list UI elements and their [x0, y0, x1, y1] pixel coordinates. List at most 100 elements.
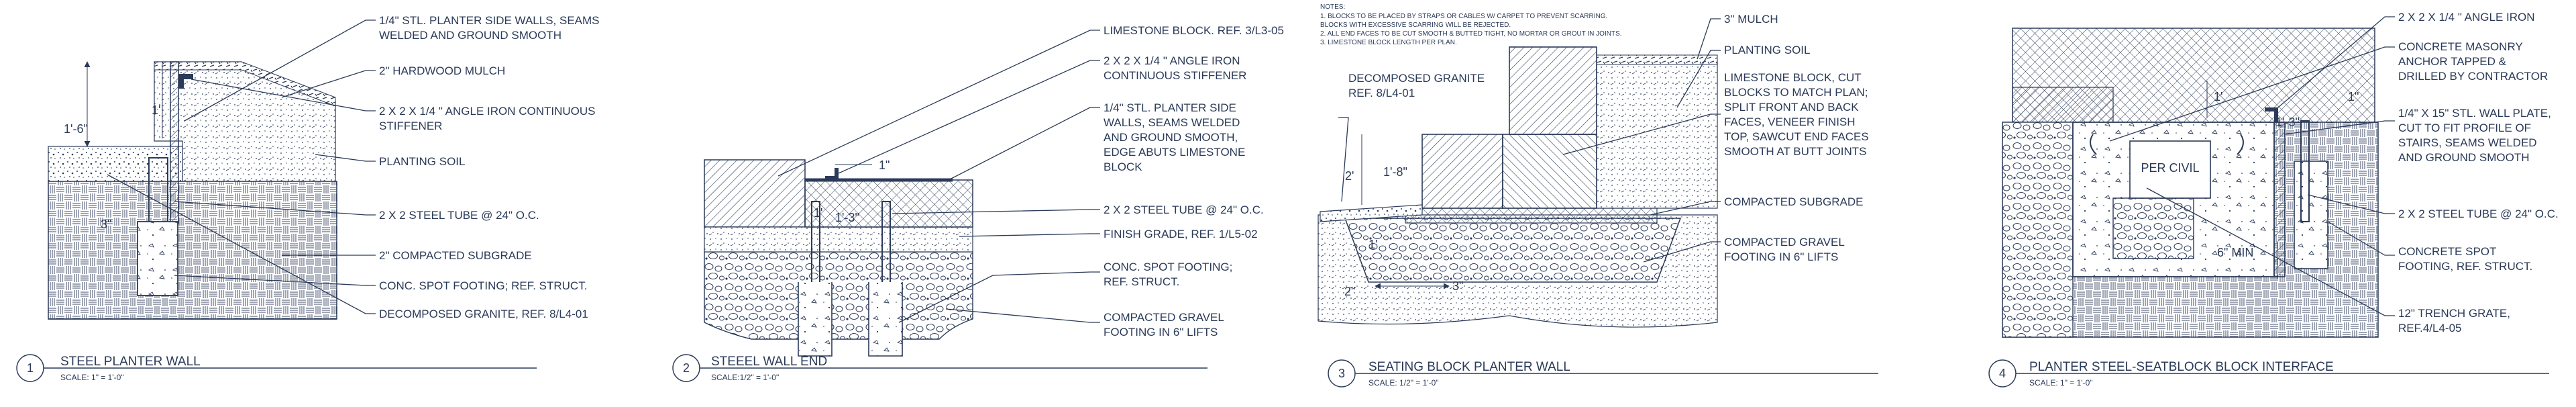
per-civil-box: [2129, 140, 2211, 199]
detail-4-labels: 2 X 2 X 1/4 " ANGLE IRON CONCRETE MASONR…: [2398, 11, 2559, 334]
gravel-4: [2002, 122, 2074, 338]
d2-scale: SCALE:1/2" = 1'-0": [711, 373, 779, 382]
limestone-block-front: [1421, 134, 1503, 209]
d2-label-9: 2 X 2 STEEL TUBE @ 24" O.C.: [1104, 204, 1264, 216]
steel-wall-plate: [2273, 122, 2286, 277]
d3-title: SEATING BLOCK PLANTER WALL: [1368, 360, 1570, 374]
d4-dim-2: 1'-3": [2275, 116, 2300, 129]
d3-dim-3: 1': [1368, 238, 1377, 251]
planting-soil-3: [1596, 60, 1718, 209]
d4-number: 4: [1999, 367, 2006, 380]
d3-note-1: NOTES:: [1320, 3, 1345, 11]
detail-3: NOTES: 1. BLOCKS TO BE PLACED BY STRAPS …: [1318, 3, 1878, 388]
d3-label-1: DECOMPOSED GRANITE: [1348, 72, 1485, 85]
d3-dim-5: 3": [1452, 279, 1463, 293]
d3-dim-1: 2': [1345, 169, 1354, 183]
d4-label-11: FOOTING, REF. STRUCT.: [2398, 260, 2532, 273]
d3-number: 3: [1338, 367, 1345, 380]
mulch-3: [1596, 54, 1718, 65]
d1-label-3: 2" HARDWOOD MULCH: [379, 64, 505, 77]
d1-label-9: CONC. SPOT FOOTING; REF. STRUCT.: [379, 279, 587, 292]
steel-planter-wall: [170, 61, 179, 224]
dim-2: 1': [152, 103, 160, 117]
d2-label-11: CONC. SPOT FOOTING;: [1104, 261, 1232, 273]
detail-3-labels: DECOMPOSED GRANITE REF. 8/L4-01 3" MULCH…: [1348, 13, 1869, 263]
d3-note-2: 1. BLOCKS TO BE PLACED BY STRAPS OR CABL…: [1320, 13, 1607, 20]
d3-label-10: SMOOTH AT BUTT JOINTS: [1724, 145, 1867, 158]
finish-grade: [704, 226, 973, 253]
d4-label-5: 1/4" X 15" STL. WALL PLATE,: [2398, 107, 2551, 120]
d2-label-6: AND GROUND SMOOTH,: [1104, 131, 1238, 144]
detail-1-title-block: 1 STEEL PLANTER WALL SCALE: 1" = 1'-0": [16, 354, 537, 382]
d3-dim-2: 1'-8": [1383, 165, 1407, 179]
spot-footing: [137, 221, 178, 296]
d4-label-4: DRILLED BY CONTRACTOR: [2398, 70, 2548, 83]
compacted-subgrade: [48, 181, 337, 320]
d4-label-1: 2 X 2 X 1/4 " ANGLE IRON: [2398, 11, 2535, 24]
d1-label-6: PLANTING SOIL: [379, 155, 465, 168]
d4-label-13: REF.4/L4-05: [2398, 322, 2462, 334]
d4-label-9: 2 X 2 STEEL TUBE @ 24" O.C.: [2398, 208, 2559, 220]
d2-label-3: CONTINUOUS STIFFENER: [1104, 69, 1246, 82]
d4-label-10: CONCRETE SPOT: [2398, 245, 2496, 258]
limestone-block-middle: [1502, 134, 1597, 209]
d3-label-9: TOP, SAWCUT END FACES: [1724, 130, 1869, 143]
d4-title: PLANTER STEEL-SEATBLOCK BLOCK INTERFACE: [2029, 360, 2334, 374]
dim-1: 1'-6": [64, 122, 88, 136]
d3-dim-4: 2": [1344, 285, 1355, 298]
limestone-block-top: [1509, 46, 1597, 135]
detail-3-notes: NOTES: 1. BLOCKS TO BE PLACED BY STRAPS …: [1320, 3, 1622, 46]
d2-dim-3: 1'-3": [835, 211, 859, 224]
detail-4: PER CIVIL 1' 1'-3" 1" 6" MIN 2 X 2: [1988, 11, 2559, 388]
compacted-subgrade-3: [1405, 208, 1658, 224]
detail-2-dims: 1" 1' 1'-3": [814, 159, 890, 224]
spot-footing-4: [2294, 161, 2328, 269]
d4-dim-4: 6" MIN: [2217, 246, 2253, 259]
d2-label-7: EDGE ABUTS LIMESTONE: [1104, 146, 1245, 159]
detail-4-title-block: 4 PLANTER STEEL-SEATBLOCK BLOCK INTERFAC…: [1988, 359, 2549, 388]
d2-label-1: LIMESTONE BLOCK. REF. 3/L3-05: [1104, 24, 1284, 37]
dim-3: 3": [101, 218, 111, 231]
d2-title: STEEEL WALL END: [711, 355, 827, 369]
d4-label-2: CONCRETE MASONRY: [2398, 40, 2523, 53]
d1-title: STEEL PLANTER WALL: [60, 355, 201, 369]
d2-label-2: 2 X 2 X 1/4 " ANGLE IRON: [1104, 54, 1240, 67]
detail-1-dims: 1'-6" 1' 3": [64, 61, 163, 231]
detail-4-leaders: [2109, 16, 2395, 316]
d1-number: 1: [27, 361, 34, 375]
angle-stiffener: [178, 74, 193, 89]
d1-label-5: STIFFENER: [379, 120, 442, 132]
compacted-gravel: [704, 251, 973, 340]
d2-label-8: BLOCK: [1104, 161, 1142, 173]
detail-2-title-block: 2 STEEEL WALL END SCALE:1/2" = 1'-0": [672, 354, 1208, 382]
d3-label-11: COMPACTED SUBGRADE: [1724, 195, 1864, 208]
d3-label-12: COMPACTED GRAVEL: [1724, 236, 1845, 248]
d2-label-13: COMPACTED GRAVEL: [1104, 311, 1224, 324]
d3-note-4: 2. ALL END FACES TO BE CUT SMOOTH & BUTT…: [1320, 30, 1622, 38]
d3-label-6: BLOCKS TO MATCH PLAN;: [1724, 86, 1868, 99]
per-civil-label: PER CIVIL: [2141, 161, 2199, 175]
detail-2: 1" 1' 1'-3" LIMESTONE BLOCK. REF. 3/L3-0…: [672, 24, 1284, 382]
decomposed-granite: [48, 146, 183, 182]
decomposed-granite-3: [1320, 204, 1423, 222]
d2-dim-1: 1": [879, 159, 890, 172]
detail-3-dims: 2' 1'-8" 1' 2" 3": [1344, 134, 1463, 298]
d1-label-8: 2" COMPACTED SUBGRADE: [379, 249, 532, 262]
d2-number: 2: [683, 361, 690, 375]
d2-label-5: WALLS, SEAMS WELDED: [1104, 116, 1240, 129]
d1-label-10: DECOMPOSED GRANITE, REF. 8/L4-01: [379, 308, 588, 320]
d4-label-12: 12" TRENCH GRATE,: [2398, 307, 2510, 320]
limestone-block: [704, 159, 806, 228]
d2-label-10: FINISH GRADE, REF. 1/L5-02: [1104, 228, 1258, 240]
steel-side-wall: [804, 179, 973, 228]
d3-label-7: SPLIT FRONT AND BACK: [1724, 101, 1859, 114]
d4-label-7: STAIRS, SEAMS WELDED: [2398, 136, 2537, 149]
d1-label-4: 2 X 2 X 1/4 " ANGLE IRON CONTINUOUS: [379, 105, 596, 118]
d3-label-13: FOOTING IN 6" LIFTS: [1724, 251, 1838, 263]
d4-dim-1: 1': [2214, 90, 2222, 103]
d1-label-2: WELDED AND GROUND SMOOTH: [379, 29, 561, 42]
d2-dim-2: 1': [814, 206, 822, 220]
d1-scale: SCALE: 1" = 1'-0": [60, 373, 124, 382]
d1-label-7: 2 X 2 STEEL TUBE @ 24" O.C.: [379, 209, 539, 222]
